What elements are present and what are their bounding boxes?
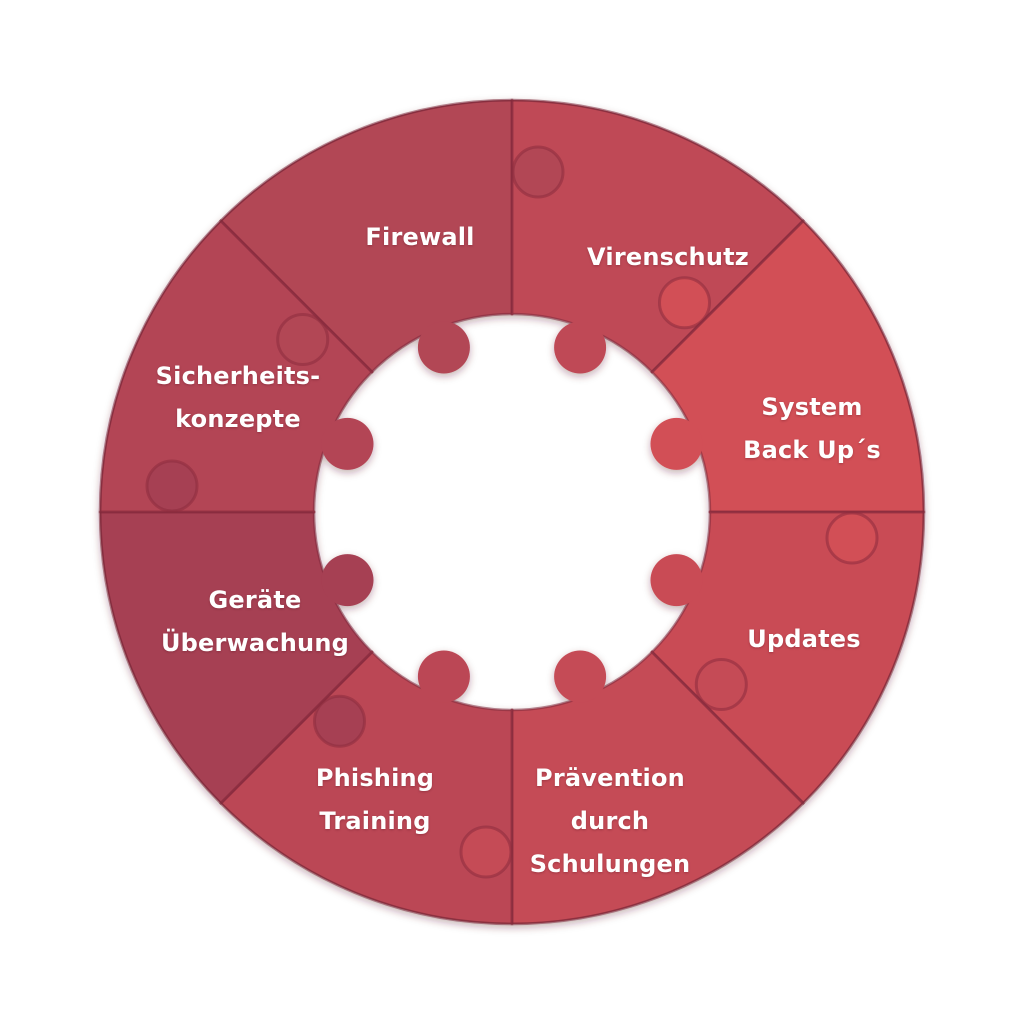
- seam-line: [650, 650, 805, 805]
- seam-tab-outline: [658, 276, 711, 330]
- piece-label-firewall: Firewall: [365, 223, 475, 251]
- piece-label-virenschutz: Virenschutz: [587, 243, 749, 271]
- seam-tab: [314, 696, 365, 747]
- seam-tab-outline: [276, 313, 330, 366]
- seam-tab-outline: [694, 658, 748, 711]
- seam-tab: [513, 147, 563, 197]
- seam-line: [219, 219, 374, 374]
- piece-label-praevention: Prävention durch Schulungen: [529, 764, 691, 878]
- inner-knob-geraete: [321, 554, 374, 607]
- inner-knob-firewall: [417, 321, 470, 374]
- seam-tab: [277, 314, 328, 365]
- inner-knob-sicherheit: [321, 417, 374, 470]
- piece-label-sicherheit: Sicherheits- konzepte: [155, 362, 321, 433]
- seam-line: [650, 219, 805, 374]
- seam-tab: [827, 513, 877, 563]
- piece-label-system-backups: System Back Up´s: [743, 393, 881, 464]
- seam-tab: [659, 277, 710, 328]
- inner-knob-praevention: [554, 650, 607, 703]
- seam-tab-outline: [313, 694, 366, 748]
- inner-knob-virenschutz: [554, 321, 607, 374]
- inner-knob-phishing: [417, 650, 470, 703]
- seam-tab: [461, 827, 511, 877]
- piece-label-geraete: Geräte Überwachung: [160, 586, 349, 657]
- inner-knob-updates: [650, 554, 703, 607]
- piece-label-phishing: Phishing Training: [315, 764, 435, 835]
- piece-label-updates: Updates: [747, 625, 861, 653]
- seam-tab: [696, 659, 747, 710]
- seam-line: [219, 650, 374, 805]
- seam-tab: [147, 461, 197, 511]
- inner-knob-system-backups: [650, 417, 703, 470]
